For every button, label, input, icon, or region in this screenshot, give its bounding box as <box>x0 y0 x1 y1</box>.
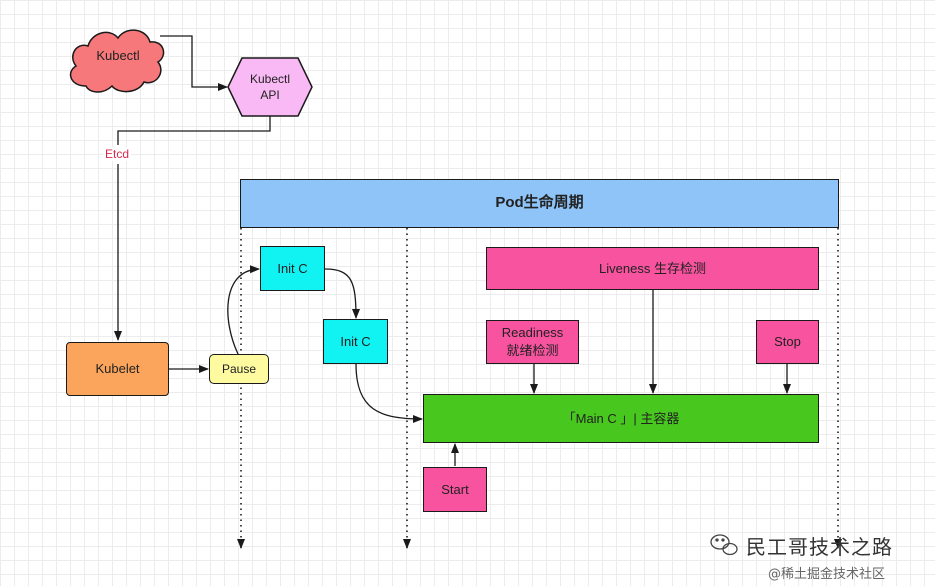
edge-initc2-to-main <box>355 363 423 423</box>
kubelet: Kubelet <box>66 342 169 396</box>
kubectl-api-hexagon <box>227 57 313 117</box>
readiness-label-line1: Readiness <box>501 325 564 341</box>
liveness-probe: Liveness 生存检测 <box>486 247 819 290</box>
wechat-icon <box>710 534 738 556</box>
edge-api-to-etcd <box>117 116 271 145</box>
init-container-2: Init C <box>323 319 388 364</box>
readiness-probe: Readiness 就绪检测 <box>486 320 579 364</box>
watermark-site: @稀土掘金技术社区 <box>768 567 886 582</box>
init-container-1: Init C <box>260 246 325 291</box>
kubectl-cloud-shape <box>69 29 165 93</box>
pod-lifecycle-bar: Pod生命周期 <box>240 179 839 228</box>
edge-kubectl-to-api <box>160 35 228 91</box>
watermark-brand: 民工哥技术之路 <box>746 535 893 559</box>
kubectl-label: Kubectl <box>96 48 139 63</box>
edge-pause-to-initc1 <box>227 265 260 355</box>
edge-initc1-to-initc2 <box>324 268 360 319</box>
stop-hook: Stop <box>756 320 819 364</box>
readiness-label-line2: 就绪检测 <box>506 343 559 358</box>
main-container: 「Main C 」| 主容器 <box>423 394 819 443</box>
start-hook: Start <box>423 467 487 512</box>
pause-container: Pause <box>209 354 269 384</box>
etcd-label: Etcd <box>103 147 132 161</box>
kubectl-api-label-line2: API <box>260 88 279 102</box>
kubectl-api-label-line1: Kubectl <box>250 72 290 86</box>
